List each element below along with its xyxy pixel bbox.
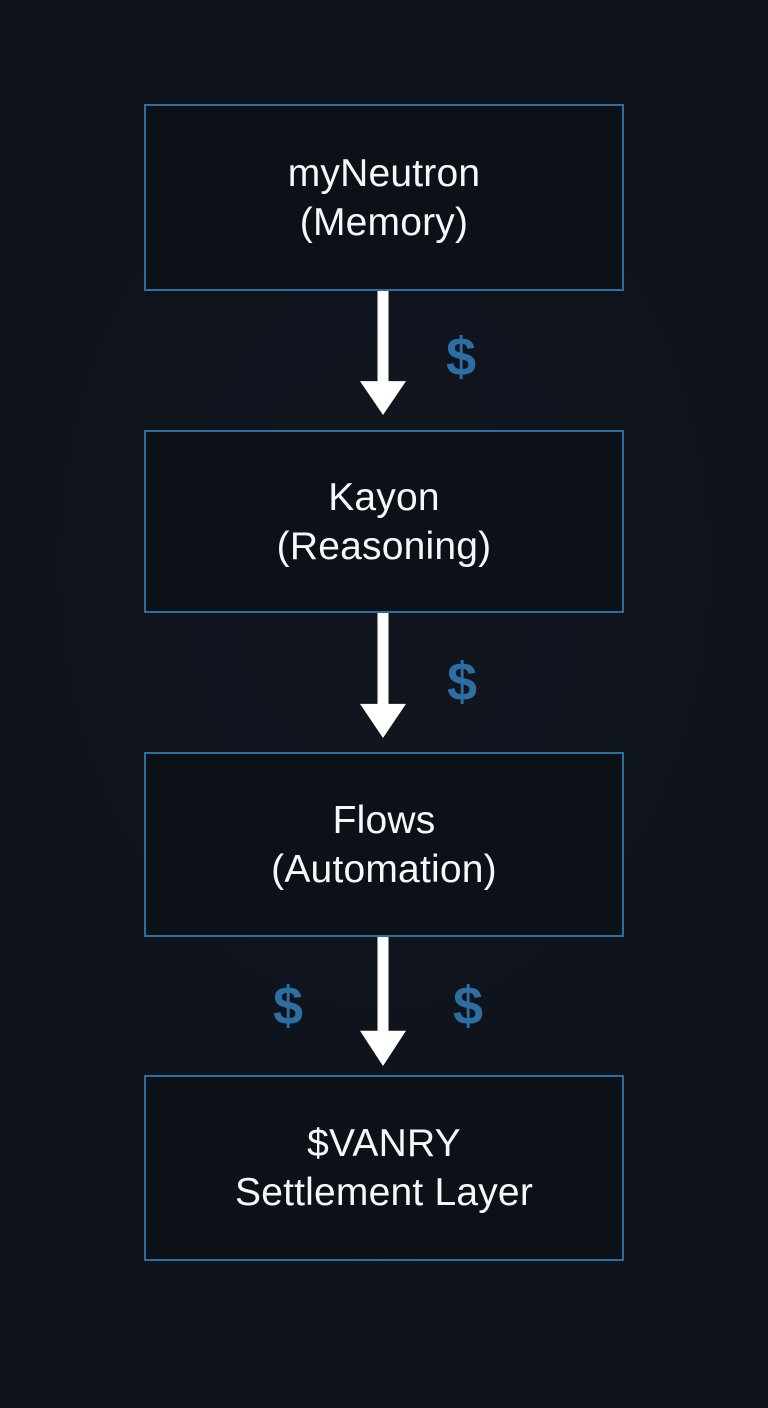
node-label: $VANRY Settlement Layer [235, 1119, 533, 1217]
down-arrow-icon [360, 291, 406, 415]
node-subtitle: Settlement Layer [234, 1171, 534, 1214]
dollar-icon: $ [446, 652, 478, 712]
node-label: myNeutron (Memory) [288, 149, 481, 247]
down-arrow-icon [360, 613, 406, 738]
node-flows-automation: Flows (Automation) [144, 752, 624, 937]
dollar-icon: $ [445, 327, 477, 387]
node-label: Kayon (Reasoning) [277, 473, 492, 571]
node-title: myNeutron [287, 151, 481, 195]
node-title: Kayon [328, 475, 440, 519]
dollar-icon: $ [272, 976, 304, 1036]
node-subtitle: (Automation) [271, 847, 497, 891]
dollar-icon: $ [452, 976, 484, 1036]
node-subtitle: (Memory) [299, 200, 469, 244]
node-vanry-settlement-layer: $VANRY Settlement Layer [144, 1075, 624, 1261]
node-title: $VANRY [307, 1122, 461, 1165]
down-arrow-icon [360, 937, 406, 1066]
node-subtitle: (Reasoning) [276, 524, 492, 568]
node-label: Flows (Automation) [271, 796, 497, 894]
node-myneutron-memory: myNeutron (Memory) [144, 104, 624, 291]
node-title: Flows [332, 798, 436, 842]
node-kayon-reasoning: Kayon (Reasoning) [144, 430, 624, 613]
